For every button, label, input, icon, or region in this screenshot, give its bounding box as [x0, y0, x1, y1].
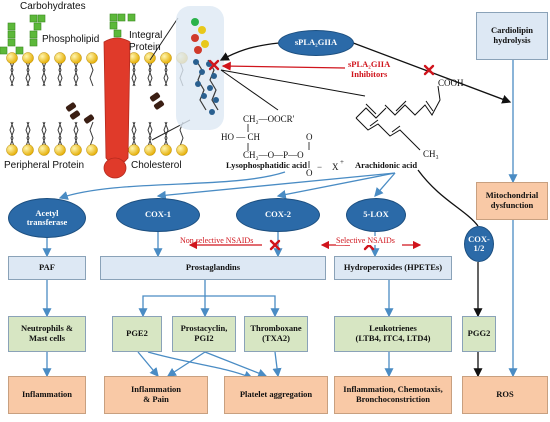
non-selective-nsaids-label: Non selective NSAIDs — [180, 236, 254, 245]
lysophosphatidic-acid-label: Lysophosphatidic acid — [226, 160, 308, 170]
spla2-inhibitors-label: sPLA₂GIIA Inhibitors — [348, 59, 391, 79]
5-lox-enzyme: 5-LOX — [346, 198, 406, 232]
thromboxane-box: Thromboxane (TXA2) — [244, 316, 308, 352]
mitochondrial-dysfunction-box: Mitochondrial dysfunction — [476, 182, 548, 220]
paf-box: PAF — [8, 256, 86, 280]
arachidonic-acid-structure — [355, 85, 441, 151]
inflammation-pain-box: Inflammation & Pain — [104, 376, 208, 414]
cox-1-enzyme: COX-1 — [116, 198, 200, 232]
prostaglandins-box: Prostaglandins — [100, 256, 326, 280]
ch3-label: CH₃ — [423, 149, 439, 159]
inflammation-box: Inflammation — [8, 376, 86, 414]
cooh-label: COOH — [438, 78, 464, 88]
cardiolipin-hydrolysis-box: Cardiolipin hydrolysis — [476, 12, 548, 60]
selective-nsaids-label: Selective NSAIDs — [336, 236, 395, 245]
pge2-box: PGE2 — [112, 316, 162, 352]
hydroperoxides-box: Hydroperoxides (HPETEs) — [334, 256, 452, 280]
carbohydrates-label: Carbohydrates — [20, 1, 86, 12]
neutrophils-mast-cells-box: Neutrophils & Mast cells — [8, 316, 86, 352]
lpa-counterion: X — [332, 162, 339, 172]
cox-2-enzyme: COX-2 — [236, 198, 320, 232]
platelet-aggregation-box: Platelet aggregation — [224, 376, 328, 414]
ros-box: ROS — [462, 376, 548, 414]
cholesterol-label: Cholesterol — [131, 160, 182, 171]
connectors — [42, 37, 518, 380]
lpa-line1: CH₂—OOCR' — [243, 114, 295, 124]
lpa-plus: + — [340, 158, 344, 166]
lysophosphatidic-acid-structure: CH₂—OOCR' HO — CH CH₂—O—P—O O O − X + — [221, 114, 344, 178]
peripheral-protein-label: Peripheral Protein — [4, 160, 85, 171]
lpa-oxygen-bottom: O — [306, 168, 313, 178]
pgg2-box: PGG2 — [462, 316, 496, 352]
arachidonic-acid-label: Arachidonic acid — [355, 160, 418, 170]
spla2-giia-enzyme: sPLA₂GIIA — [278, 30, 354, 56]
integral-protein-label: Integral Protein — [129, 30, 163, 53]
lpa-line3: CH₂—O—P—O — [243, 150, 304, 160]
acetyl-transferase-enzyme: Acetyl transferase — [8, 198, 86, 238]
lpa-line2: HO — CH — [221, 132, 261, 142]
cox-1-2-enzyme: COX- 1/2 — [464, 226, 494, 262]
phospholipid-label: Phospholipid — [42, 34, 100, 45]
cell-membrane-illustration — [0, 6, 224, 179]
leukotrienes-box: Leukotrienes (LTB4, ITC4, LTD4) — [334, 316, 452, 352]
lpa-oxygen-top: O — [306, 132, 313, 142]
prostacyclin-box: Prostacyclin, PGI2 — [172, 316, 236, 352]
lpa-minus: − — [317, 162, 322, 172]
chemotaxis-box: Inflammation, Chemotaxis, Bronchoconstri… — [334, 376, 452, 414]
